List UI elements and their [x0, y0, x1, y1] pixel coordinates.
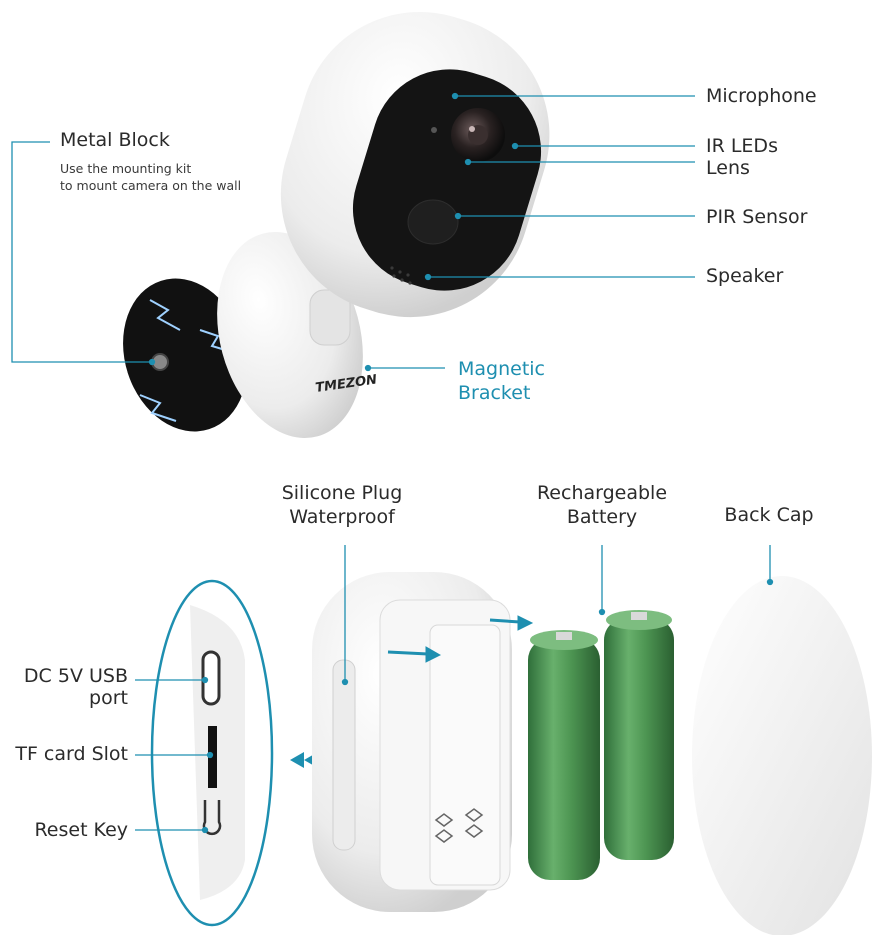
battery-label-line2: Battery: [566, 506, 638, 528]
metal-block-desc-line2: to mount camera on the wall: [60, 178, 242, 193]
open-camera-illustration: [312, 572, 512, 912]
pir-sensor-label: PIR Sensor: [706, 206, 808, 228]
dc-usb-label-line2: port: [89, 687, 128, 709]
magnetic-bracket-label-line1: Magnetic: [458, 358, 546, 380]
metal-block-label: Metal Block: [60, 129, 170, 151]
metal-block-desc-line1: Use the mounting kit: [60, 161, 192, 176]
microphone-label: Microphone: [706, 85, 817, 107]
lens-label: Lens: [706, 157, 750, 179]
camera-body-illustration: [280, 11, 550, 318]
bottom-callout-lines: [135, 545, 774, 834]
speaker-label: Speaker: [706, 265, 784, 287]
top-callout-lines: [11, 92, 695, 372]
magnetic-bracket-label-line2: Bracket: [458, 382, 531, 404]
metal-block-illustration: [123, 278, 247, 432]
tf-slot-illustration: [208, 726, 217, 788]
reset-key-label: Reset Key: [34, 819, 128, 841]
tf-card-label: TF card Slot: [15, 743, 128, 765]
silicone-plug-label-line1: Silicone Plug: [281, 482, 403, 504]
reset-key-illustration: [202, 800, 222, 836]
silicone-plug-illustration: [332, 659, 356, 851]
battery-label-line1: Rechargeable: [536, 482, 668, 504]
arrow-right-icon: [387, 615, 534, 663]
dc-usb-label-line1: DC 5V USB: [23, 665, 128, 687]
back-cap-label: Back Cap: [724, 504, 814, 526]
battery-illustration: [528, 610, 674, 880]
ir-leds-label: IR LEDs: [706, 135, 778, 157]
back-cap-illustration: [692, 576, 872, 935]
silicone-plug-label-line2: Waterproof: [289, 506, 395, 528]
